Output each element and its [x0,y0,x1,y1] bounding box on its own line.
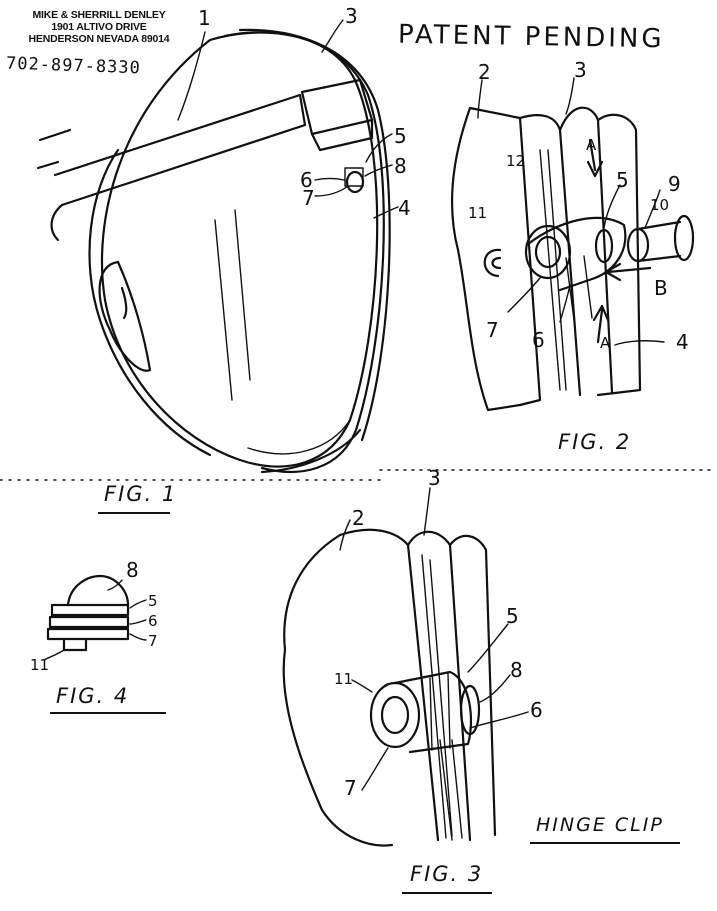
fig3-ref-11: 11 [334,670,354,688]
inventor-street: 1901 ALTIVO DRIVE [51,21,147,33]
fig2-ref-3: 3 [574,58,587,82]
fig1-underline [98,512,170,514]
fig3-label: FIG. 3 [410,862,484,886]
caption-underline [530,842,680,844]
fig4-ref-6: 6 [148,612,158,630]
fig2-ref-6: 6 [532,328,545,352]
fig2-ref-11: 11 [468,204,488,222]
hinge-clip-caption: HINGE CLIP [536,814,664,836]
fig3-ref-6: 6 [530,698,543,722]
fig1-ref-4: 4 [398,196,411,220]
fig3-ref-7: 7 [344,776,357,800]
fig1-ref-1: 1 [198,6,211,30]
fig3-ref-8: 8 [510,658,523,682]
fig4-ref-8: 8 [126,558,139,582]
fig1-ref-5: 5 [394,124,407,148]
fig2-ref-B: B [654,276,668,300]
fig4-ref-7: 7 [148,632,158,650]
fig4-drawing [43,574,147,661]
inventor-address-block: MIKE & SHERRILL DENLEY 1901 ALTIVO DRIVE… [4,9,194,45]
fig1-drawing [36,19,399,474]
fig1-ref-3: 3 [345,4,358,28]
fig3-ref-2: 2 [352,506,365,530]
fig2-ref-A-top: A [586,136,597,154]
fig2-ref-4: 4 [676,330,689,354]
fig2-ref-7: 7 [486,318,499,342]
fig1-ref-8: 8 [394,154,407,178]
inventor-city: HENDERSON NEVADA 89014 [28,33,170,45]
fig2-ref-12: 12 [506,152,526,170]
fig4-ref-11: 11 [30,656,50,674]
fig3-underline [402,892,492,894]
fig4-ref-5: 5 [148,592,158,610]
fig2-ref-10: 10 [650,196,670,214]
fig4-underline [50,712,166,714]
fig2-ref-9: 9 [668,172,681,196]
inventor-names: MIKE & SHERRILL DENLEY [32,9,166,21]
fig2-drawing [450,77,695,412]
fig4-label: FIG. 4 [56,684,130,708]
fig1-ref-6: 6 [300,168,313,192]
fig2-ref-A-bottom: A [600,334,611,352]
fig3-ref-5: 5 [506,604,519,628]
fig1-label: FIG. 1 [104,482,178,506]
fig2-ref-5: 5 [616,168,629,192]
fig2-label: FIG. 2 [558,430,632,454]
fig2-ref-2: 2 [478,60,491,84]
fig3-ref-3: 3 [428,466,441,490]
fig1-ref-7: 7 [302,186,315,210]
fig3-drawing [282,487,529,847]
